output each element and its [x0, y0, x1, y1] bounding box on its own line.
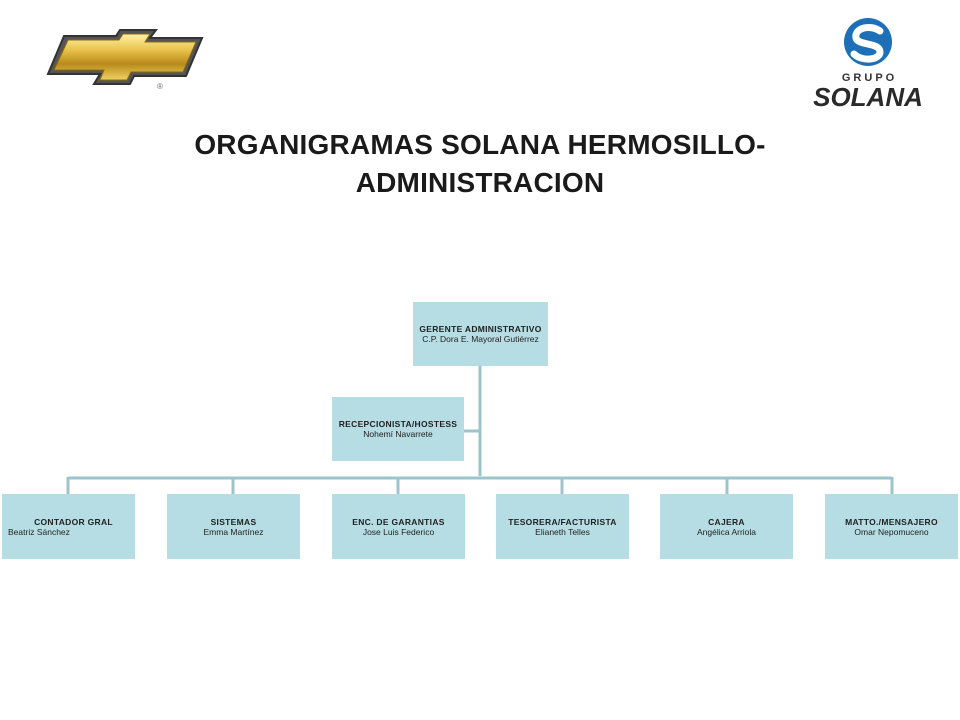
org-box-role: CONTADOR GRAL: [34, 516, 113, 527]
org-box-person: Elianeth Telles: [535, 526, 590, 537]
org-box-role: RECEPCIONISTA/HOSTESS: [338, 419, 458, 429]
page-title: ORGANIGRAMAS SOLANA HERMOSILLO- ADMINIST…: [80, 126, 880, 202]
org-box-role: TESORERA/FACTURISTA: [508, 516, 617, 527]
org-box-cajera: CAJERA Angélica Arriola: [660, 494, 793, 559]
org-box-person: Nohemí Navarrete: [363, 429, 433, 439]
page-title-line-1: ORGANIGRAMAS SOLANA HERMOSILLO-: [194, 129, 766, 160]
chevrolet-bowtie-logo: [46, 29, 204, 85]
org-box-person: C.P. Dora E. Mayoral Gutiérrez: [422, 334, 539, 344]
org-box-enc-garantias: ENC. DE GARANTIAS Jose Luis Federico: [332, 494, 465, 559]
org-box-person: Beatriz Sánchez: [8, 526, 70, 537]
org-box-person: Angélica Arriola: [696, 526, 757, 537]
org-box-gerente-administrativo: GERENTE ADMINISTRATIVO C.P. Dora E. Mayo…: [413, 302, 548, 366]
org-box-tesorera-facturista: TESORERA/FACTURISTA Elianeth Telles: [496, 494, 629, 559]
grupo-text: G R U P O: [842, 72, 895, 84]
org-box-sistemas: SISTEMAS Emma Martínez: [167, 494, 300, 559]
page-title-line-2: ADMINISTRACION: [355, 167, 605, 198]
org-box-person: Omar Nepomuceno: [854, 526, 929, 537]
org-box-matto-mensajero: MATTO./MENSAJERO Omar Nepomuceno: [825, 494, 958, 559]
org-box-role: ENC. DE GARANTIAS: [352, 516, 445, 527]
org-box-role: GERENTE ADMINISTRATIVO: [419, 324, 542, 334]
org-box-contador-gral: CONTADOR GRAL Beatriz Sánchez: [2, 494, 135, 559]
solana-text: SOLANA: [813, 82, 923, 112]
org-box-person: Emma Martínez: [203, 526, 264, 537]
org-box-recepcionista: RECEPCIONISTA/HOSTESS Nohemí Navarrete: [332, 397, 464, 461]
org-box-person: Jose Luis Federico: [362, 526, 435, 537]
grupo-solana-logo: G R U P O SOLANA: [813, 18, 923, 112]
org-box-role: SISTEMAS: [210, 516, 257, 527]
org-box-role: CAJERA: [708, 516, 745, 527]
registered-mark: ®: [157, 82, 163, 91]
org-box-role: MATTO./MENSAJERO: [845, 516, 938, 527]
